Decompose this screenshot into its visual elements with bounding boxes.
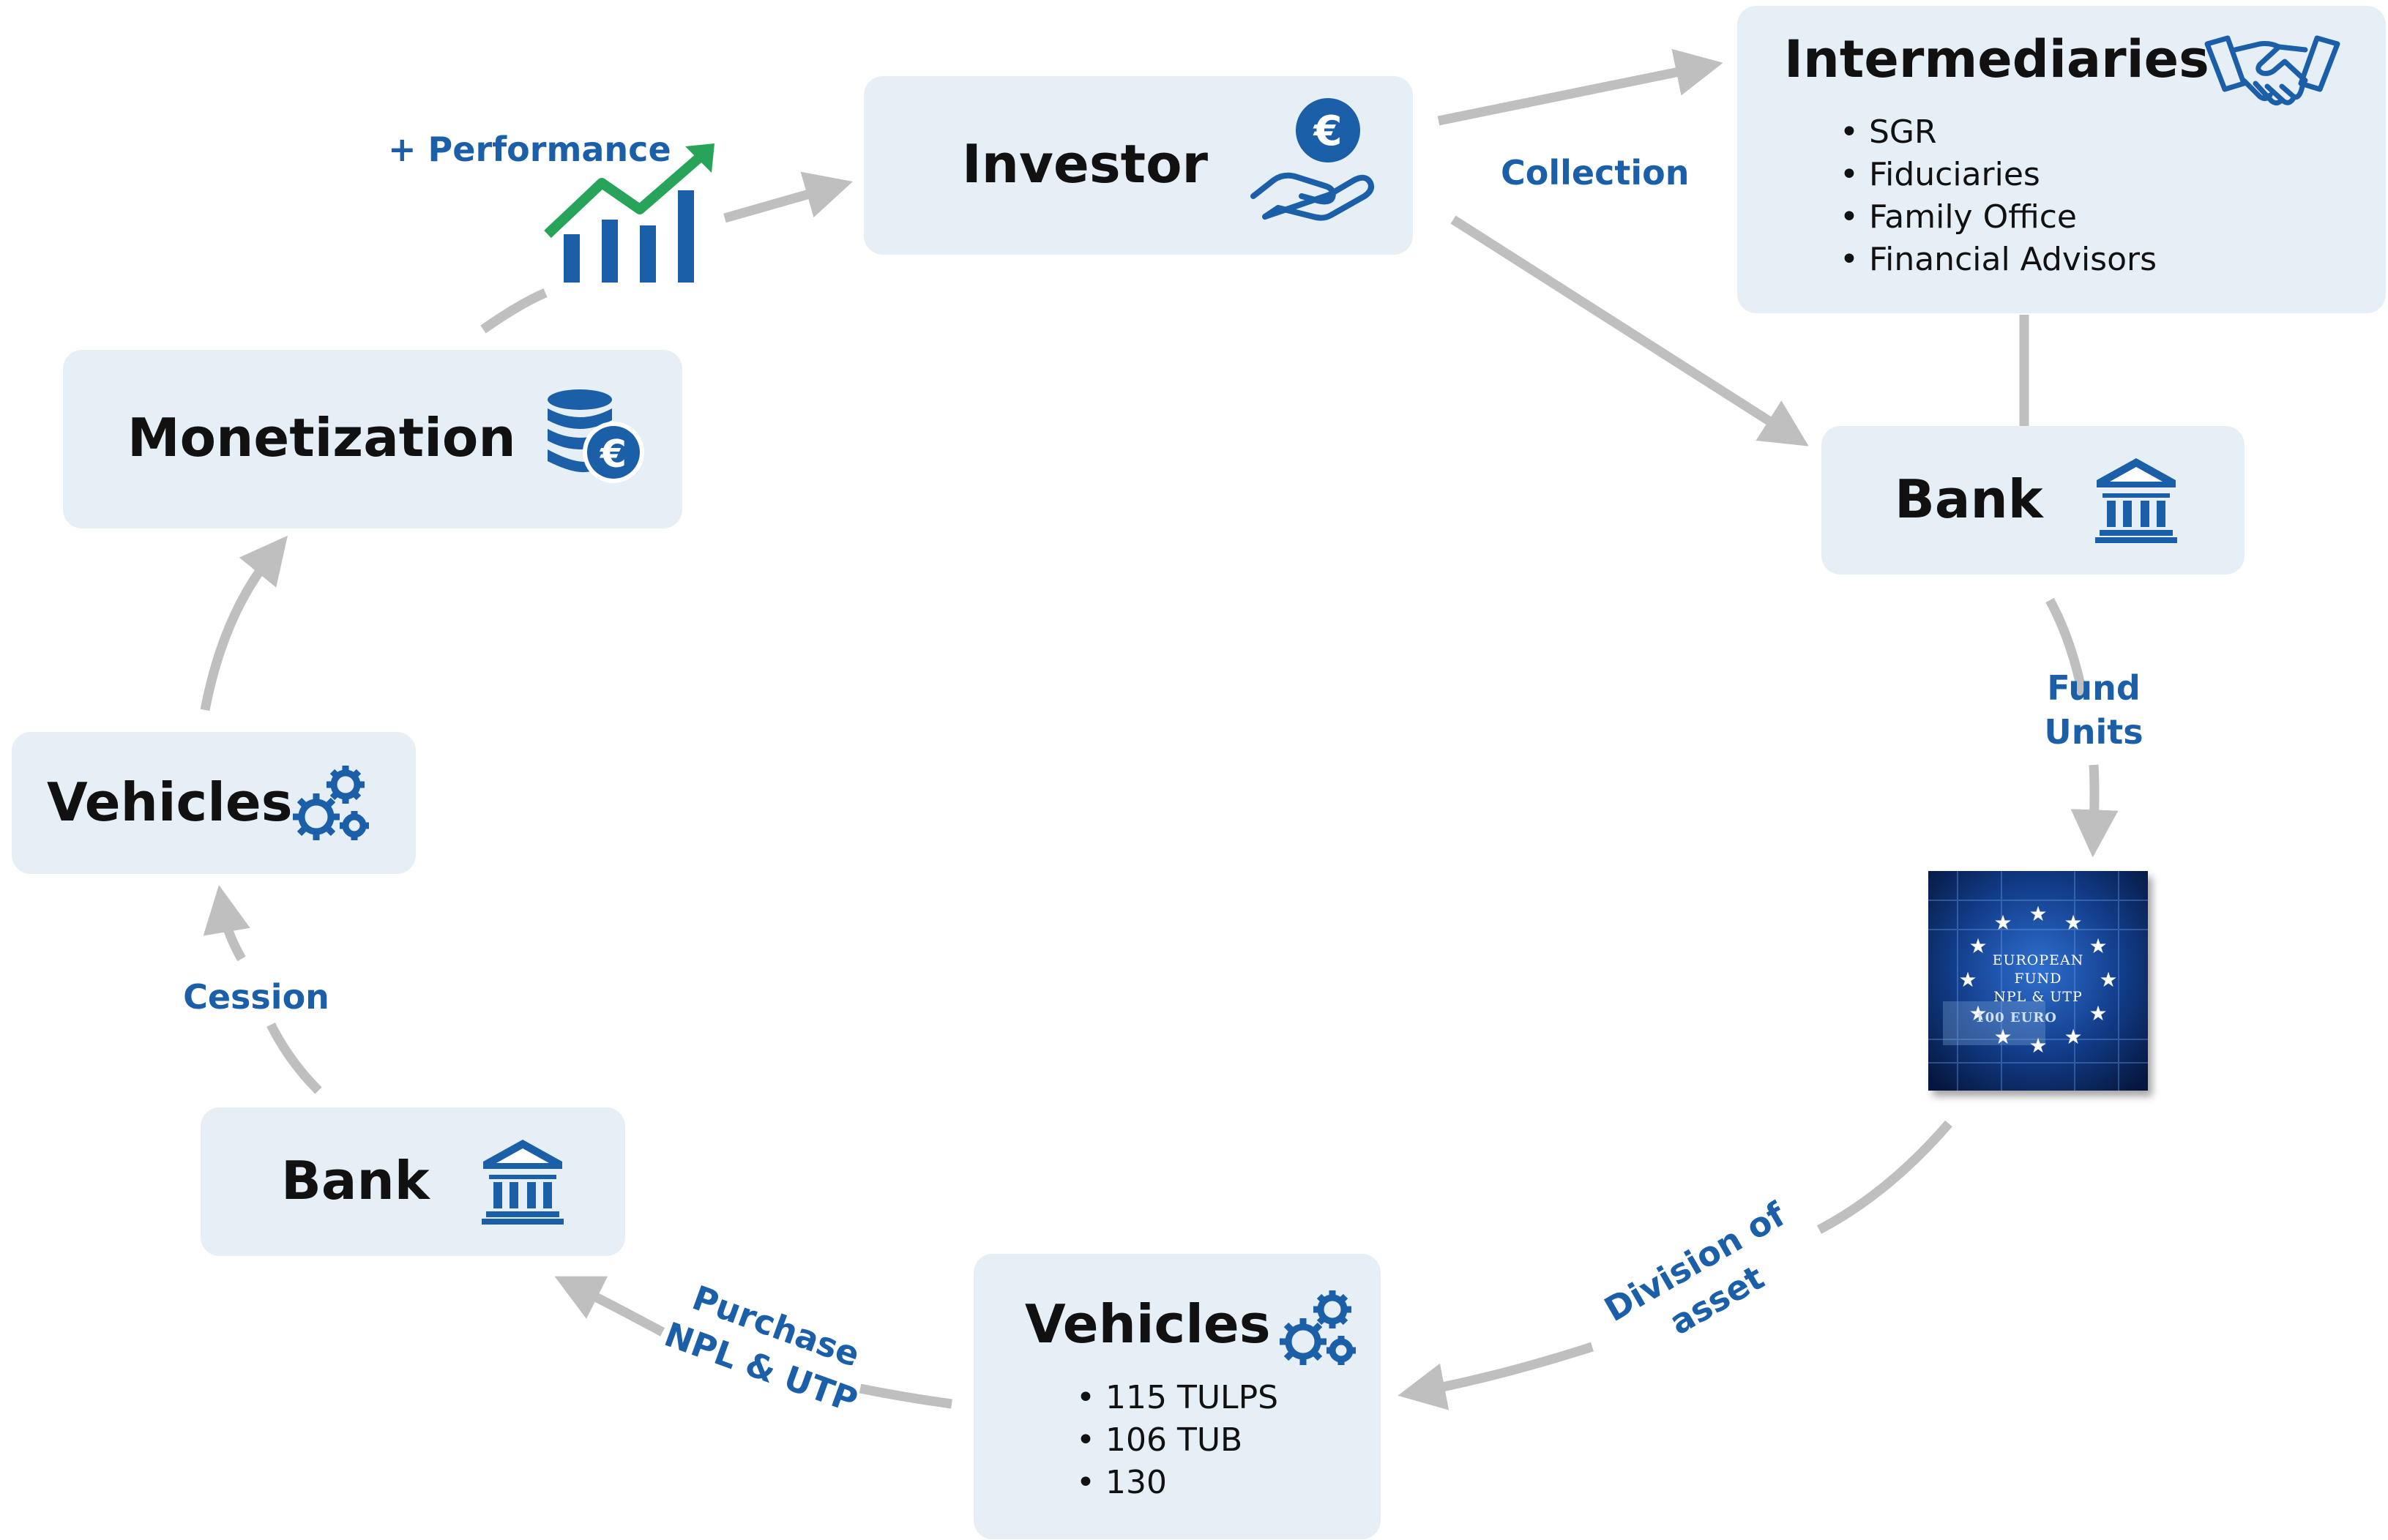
- list-item: 130: [1076, 1462, 1278, 1504]
- svg-text:★: ★: [2064, 911, 2082, 934]
- svg-text:★: ★: [1993, 911, 2012, 934]
- svg-text:★: ★: [1969, 1002, 1987, 1025]
- cession-label: Cession: [176, 975, 337, 1019]
- vehicles-left-node: Vehicles: [12, 732, 416, 874]
- arrow-fund-to-vehicles: [1424, 1120, 1952, 1391]
- vehicles-left-title: Vehicles: [47, 771, 293, 833]
- intermediaries-node: Intermediaries SGR Fiduciaries Family Of…: [1737, 6, 2386, 313]
- list-item: Fiduciaries: [1840, 154, 2157, 196]
- list-item: Family Office: [1840, 196, 2157, 239]
- fund-image-graphic: ★ ★ ★ ★ ★ ★ ★ ★ ★ ★ ★ ★: [1928, 871, 2148, 1091]
- bank-icon: [482, 1140, 564, 1225]
- eu-stars: ★ ★ ★ ★ ★ ★ ★ ★ ★ ★ ★ ★: [1958, 902, 2117, 1057]
- investor-node: Investor €: [864, 76, 1413, 255]
- performance-text: + Performance: [388, 130, 671, 169]
- gears-icon: [293, 766, 369, 840]
- cession-text: Cession: [183, 977, 329, 1017]
- arrow-bank-to-fund: [2045, 597, 2094, 831]
- list-item: SGR: [1840, 111, 2157, 154]
- arrow-performance-to-investor: [723, 171, 853, 223]
- fund-line1: EUROPEAN: [1992, 952, 2084, 968]
- handshake-icon: [2204, 35, 2340, 106]
- list-item: Financial Advisors: [1840, 239, 2157, 281]
- collection-text: Collection: [1501, 153, 1690, 192]
- vehicles-bottom-title: Vehicles: [1025, 1293, 1271, 1355]
- list-item: 106 TUB: [1076, 1419, 1278, 1462]
- monetization-title: Monetization: [127, 407, 516, 468]
- bank-right-title: Bank: [1895, 468, 2043, 530]
- bank-left-title: Bank: [281, 1150, 430, 1211]
- fund-units-label: Fund Units: [2042, 666, 2145, 754]
- svg-text:★: ★: [2029, 902, 2047, 925]
- gears-icon: [1280, 1290, 1356, 1365]
- svg-text:★: ★: [2089, 1002, 2107, 1025]
- vehicles-bottom-list: 115 TULPS 106 TUB 130: [1076, 1377, 1278, 1504]
- collection-label: Collection: [1501, 151, 1689, 195]
- fund-line3: NPL & UTP: [1993, 989, 2083, 1005]
- svg-text:€: €: [600, 433, 627, 476]
- svg-text:€: €: [1313, 108, 1343, 155]
- svg-text:★: ★: [2099, 968, 2117, 991]
- list-item: 115 TULPS: [1076, 1377, 1278, 1419]
- svg-text:★: ★: [2089, 935, 2107, 957]
- performance-label: + Performance: [388, 127, 671, 171]
- fund-units-line1: Fund: [2047, 668, 2141, 708]
- bank-icon: [2095, 458, 2177, 543]
- investor-title: Investor: [962, 133, 1209, 195]
- fund-banknote-text: 100 EURO: [1975, 1010, 2057, 1025]
- growth-chart-icon: [544, 143, 714, 283]
- arrow-bank-to-vehicles: [223, 911, 322, 1094]
- arrow-investor-to-intermediaries: [1437, 48, 1723, 126]
- monetization-node: Monetization €: [63, 350, 682, 528]
- arrow-monetization-to-performance: [480, 288, 548, 334]
- arrow-investor-to-bank: [1450, 215, 1809, 446]
- svg-text:★: ★: [1958, 968, 1977, 991]
- bank-right-node: Bank: [1821, 426, 2245, 575]
- svg-text:★: ★: [1993, 1025, 2012, 1048]
- bank-left-node: Bank: [201, 1107, 625, 1256]
- arrow-vehicles-to-monetization: [200, 535, 288, 711]
- svg-text:★: ★: [1969, 935, 1987, 957]
- intermediaries-title: Intermediaries: [1784, 29, 2209, 89]
- fund-units-line2: Units: [2044, 712, 2143, 752]
- arrow-vehicles-to-bank: [578, 1288, 952, 1409]
- svg-text:★: ★: [2029, 1034, 2047, 1057]
- fund-line2: FUND: [2014, 971, 2062, 987]
- european-fund-image: ★ ★ ★ ★ ★ ★ ★ ★ ★ ★ ★ ★ EUROPEAN FUND NP…: [1928, 871, 2148, 1091]
- coins-euro-icon: €: [548, 389, 644, 483]
- hand-euro-icon: €: [1250, 98, 1374, 221]
- svg-text:★: ★: [2064, 1025, 2082, 1048]
- vehicles-bottom-node: Vehicles 115 TULPS 106 TUB 130: [974, 1254, 1381, 1539]
- intermediaries-list: SGR Fiduciaries Family Office Financial …: [1840, 111, 2157, 281]
